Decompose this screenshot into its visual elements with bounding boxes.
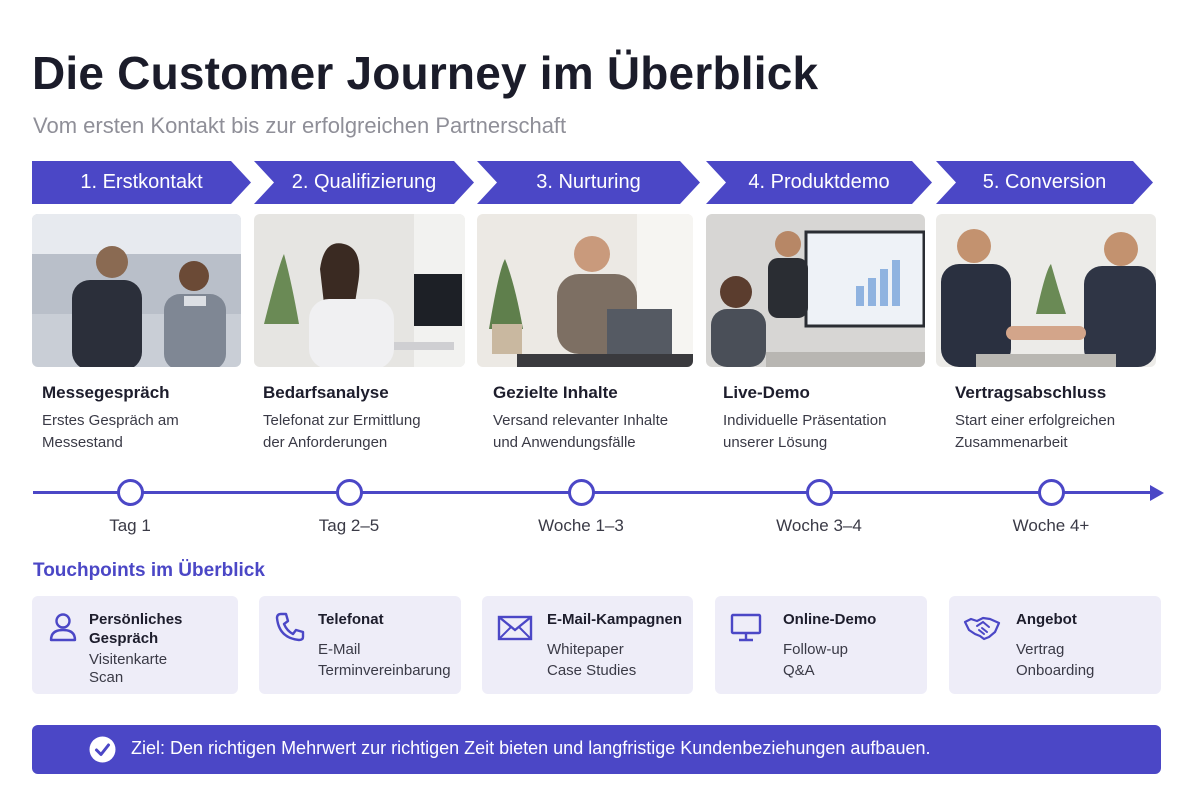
stage-chevron-3: 3. Nurturing — [477, 161, 700, 204]
touchpoint-title: Online-Demo — [783, 610, 876, 629]
mail-icon — [496, 610, 534, 644]
stage-desc-line: Start einer erfolgreichen — [955, 412, 1116, 429]
touchpoint-line: Case Studies — [547, 662, 637, 679]
goal-banner: Ziel: Den richtigen Mehrwert zur richtig… — [32, 725, 1161, 774]
touchpoint-title-line: Angebot — [1016, 611, 1077, 628]
monitor-icon — [729, 610, 763, 644]
touchpoint-line: Q&A — [783, 662, 815, 679]
stage-title-1: Messegespräch — [42, 383, 170, 402]
stage-desc-3: Versand relevanter Inhalte und Anwendungs… — [493, 410, 703, 454]
stage-title-2: Bedarfsanalyse — [263, 383, 389, 402]
touchpoint-line: Follow-up — [783, 641, 849, 658]
phone-icon — [273, 610, 307, 644]
timeline-node-4 — [806, 479, 833, 506]
stage-desc-line: der Anforderungen — [263, 434, 388, 451]
presentation-photo — [706, 214, 925, 367]
touchpoint-line: Terminvereinbarung — [318, 662, 451, 679]
page-title: Die Customer Journey im Überblick — [32, 47, 819, 99]
touchpoint-line: Onboarding — [1016, 662, 1095, 679]
timeline-label-1: Tag 1 — [109, 516, 151, 535]
stage-label: 4. Produktdemo — [748, 171, 890, 193]
stage-title-3: Gezielte Inhalte — [493, 383, 618, 402]
touchpoint-line: Whitepaper — [547, 641, 624, 658]
timeline-node-1 — [117, 479, 144, 506]
check-circle-icon — [89, 736, 116, 763]
stage-chevron-1: 1. Erstkontakt — [32, 161, 251, 204]
stage-desc-4: Individuelle Präsentation unserer Lösung — [723, 410, 933, 454]
stage-desc-line: unserer Lösung — [723, 434, 828, 451]
touchpoint-title: E-Mail-Kampagnen — [547, 610, 682, 629]
stage-label: 1. Erstkontakt — [80, 171, 203, 193]
stage-chevron-4: 4. Produktdemo — [706, 161, 932, 204]
stage-desc-2: Telefonat zur Ermittlung der Anforderunge… — [263, 410, 473, 454]
stage-chevron-2: 2. Qualifizierung — [254, 161, 474, 204]
timeline-label-4: Woche 3–4 — [776, 516, 862, 535]
stage-desc-1: Erstes Gespräch am Messestand — [42, 410, 252, 454]
stage-title-4: Live-Demo — [723, 383, 810, 402]
trade-fair-conversation-photo — [32, 214, 241, 367]
goal-text: Ziel: Den richtigen Mehrwert zur richtig… — [131, 738, 931, 758]
stage-label: 2. Qualifizierung — [291, 171, 437, 193]
touchpoint-line: Vertrag — [1016, 641, 1065, 658]
touchpoints-heading: Touchpoints im Überblick — [33, 560, 265, 581]
stage-label: 5. Conversion — [982, 171, 1107, 193]
touchpoint-title-line: E-Mail-Kampagnen — [547, 611, 683, 628]
handshake-icon — [963, 610, 1001, 644]
stage-label: 3. Nurturing — [536, 171, 641, 193]
stage-chevron-5: 5. Conversion — [936, 161, 1153, 204]
touchpoint-title: Telefonat — [318, 610, 384, 629]
touchpoint-title-line: Gespräch — [89, 630, 159, 647]
touchpoint-line: Scan — [89, 669, 124, 686]
stage-desc-line: Versand relevanter Inhalte — [493, 412, 669, 429]
laptop-work-photo — [477, 214, 693, 367]
page-subtitle: Vom ersten Kontakt bis zur erfolgreichen… — [33, 113, 567, 138]
timeline-node-3 — [568, 479, 595, 506]
person-icon — [46, 610, 80, 644]
touchpoint-title-line: Online-Demo — [783, 611, 877, 628]
timeline-label-2: Tag 2–5 — [318, 516, 380, 535]
timeline-label-3: Woche 1–3 — [538, 516, 624, 535]
stage-desc-line: Individuelle Präsentation — [723, 412, 887, 429]
touchpoint-line: E-Mail — [318, 641, 361, 658]
touchpoint-title-line: Persönliches — [89, 611, 183, 628]
stage-desc-line: Messestand — [42, 434, 123, 451]
stage-desc-line: Erstes Gespräch am — [42, 412, 179, 429]
touchpoint-title: Angebot — [1016, 610, 1077, 629]
touchpoint-title-line: Telefonat — [318, 611, 384, 628]
timeline-node-2 — [336, 479, 363, 506]
touchpoint-line: Visitenkarte — [89, 651, 168, 668]
timeline-node-5 — [1038, 479, 1065, 506]
timeline-arrow-icon — [1150, 485, 1164, 501]
stage-desc-line: Zusammenarbeit — [955, 434, 1068, 451]
handshake-photo — [936, 214, 1156, 367]
stage-desc-line: Telefonat zur Ermittlung — [263, 412, 421, 429]
timeline-label-5: Woche 4+ — [1012, 516, 1090, 535]
phone-call-photo — [254, 214, 465, 367]
stage-title-5: Vertragsabschluss — [955, 383, 1107, 402]
stage-desc-line: und Anwendungsfälle — [493, 434, 636, 451]
